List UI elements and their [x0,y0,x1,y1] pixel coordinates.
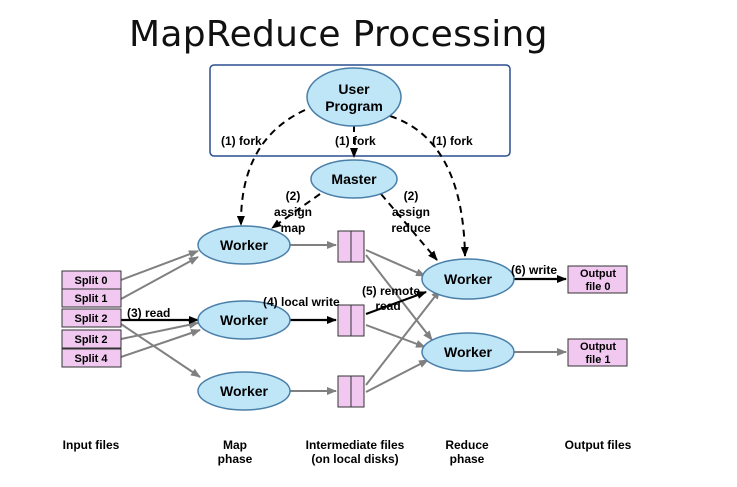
reduce-worker-2 [421,332,515,372]
phase-map-label-1: Map [223,438,247,452]
user-program-label-2: Program [325,98,383,114]
phase-map-label-2: phase [218,452,253,466]
assign-map-label-3: map [281,221,306,235]
split-label-2: Split 2 [74,313,107,325]
split-box-2 [61,308,122,328]
remote-read-label-1: (5) remote [362,284,420,298]
output-file-0-label-2: file 0 [585,281,610,293]
phase-reduce-label-2: phase [450,452,485,466]
output-file-0-label-1: Output [580,268,616,280]
split-box-4 [61,348,122,368]
phase-output-label: Output files [565,438,632,452]
split-label-4: Split 4 [74,353,108,365]
edge-split4-worker2 [120,329,201,358]
reduce-worker-1-label: Worker [444,271,493,287]
edge-file1-reducer2 [365,254,433,341]
edge-split0-worker1 [120,250,199,281]
page-title: MapReduce Processing [129,14,548,55]
map-worker-3 [197,371,291,411]
user-program-label-1: User [338,81,370,97]
map-worker-2-label: Worker [220,312,269,328]
assign-map-label-1: (2) [286,189,301,203]
intermediate-file-3a [337,375,352,408]
phase-reduce-label-1: Reduce [445,438,489,452]
edge-fork-reducer1 [389,115,469,257]
local-write-label: (4) local write [263,295,340,309]
map-worker-2 [197,300,291,340]
split-box-3 [61,329,122,349]
edge-remote-read [365,290,427,316]
reduce-worker-2-label: Worker [444,344,493,360]
read-label: (3) read [127,306,170,320]
intermediate-file-2b [350,304,365,337]
output-file-1-label-1: Output [580,341,616,353]
assign-map-label-2: assign [274,205,312,219]
edge-assign-map [271,193,321,229]
master-node [310,159,398,199]
split-label-0: Split 0 [74,275,107,287]
fork-label-center: (1) fork [335,134,376,148]
assign-reduce-label-1: (2) [404,189,419,203]
edge-split2b-worker2 [120,320,199,340]
output-file-1-label-2: file 1 [585,354,610,366]
edge-split1-worker1 [120,256,199,300]
intermediate-file-3b [350,375,365,408]
map-worker-1-label: Worker [220,237,269,253]
phase-input-label: Input files [63,438,120,452]
fork-label-right: (1) fork [432,134,473,148]
edge-file3-reducer1 [365,289,441,386]
split-label-1: Split 1 [74,293,107,305]
output-file-1-box [567,338,628,367]
split-box-1 [61,288,122,308]
remote-read-label-2: read [375,299,400,313]
edge-split2a-worker3 [120,323,201,378]
intermediate-file-1a [337,230,352,263]
assign-reduce-label-2: assign [392,205,430,219]
edge-file3-reducer2 [365,359,429,393]
split-label-3: Split 2 [74,334,107,346]
user-program-node [306,67,402,127]
edge-file1-reducer1 [365,249,426,277]
intermediate-file-2a [337,304,352,337]
edge-file2-reducer2 [365,324,426,348]
fork-label-left: (1) fork [221,134,262,148]
edge-assign-reduce [380,193,438,261]
phase-intermediate-label-2: (on local disks) [311,452,398,466]
user-program-frame [209,64,511,157]
assign-reduce-label-3: reduce [391,221,431,235]
write-label: (6) write [511,263,557,277]
intermediate-file-1b [350,230,365,263]
edge-fork-worker1 [236,109,306,226]
master-label: Master [331,171,377,187]
reduce-worker-1 [421,258,515,300]
output-file-0-box [567,265,628,294]
map-worker-1 [197,225,291,265]
map-worker-3-label: Worker [220,383,269,399]
phase-intermediate-label-1: Intermediate files [306,438,405,452]
